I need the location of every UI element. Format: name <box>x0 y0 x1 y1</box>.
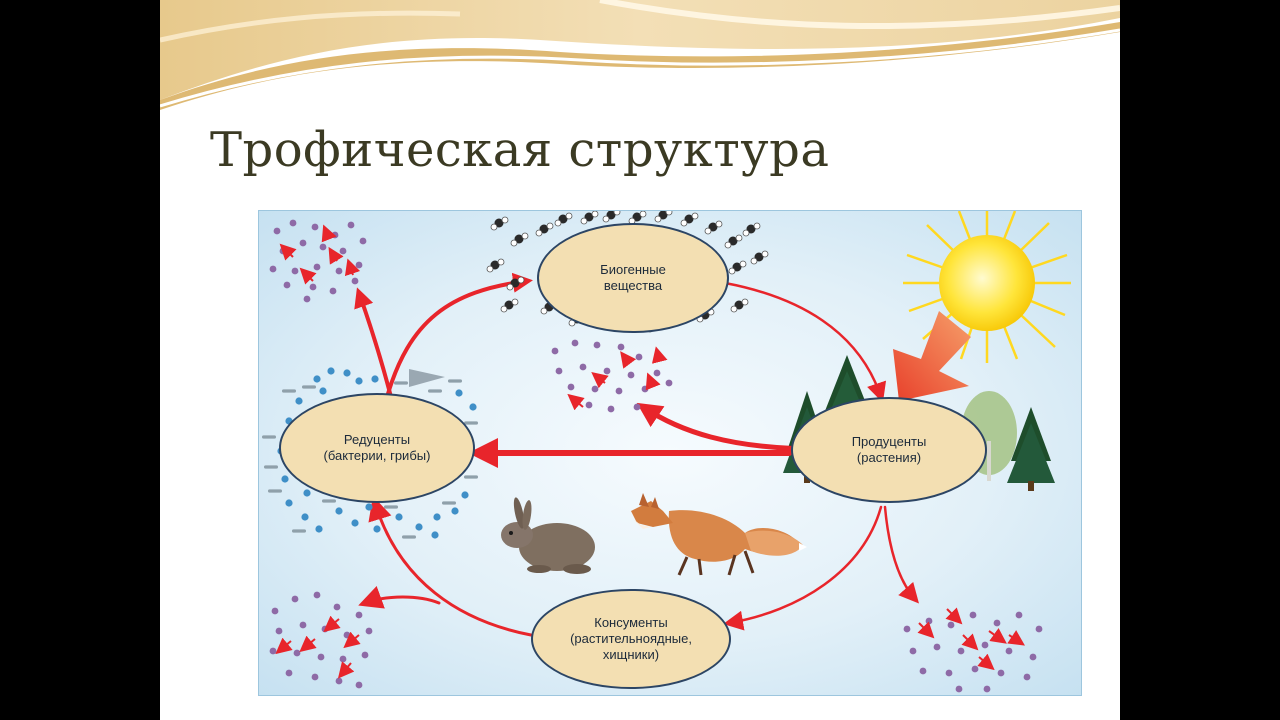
node-producers-label: Продуценты (растения) <box>851 434 927 465</box>
node-consumers: Консументы (растительноядные, хищники) <box>531 589 731 689</box>
particle-cluster <box>269 219 367 303</box>
decorative-banner <box>160 0 1120 110</box>
particle-cluster <box>269 591 373 689</box>
trophic-structure-diagram: Биогенные вещества Редуценты (бактерии, … <box>258 210 1082 696</box>
slide: Трофическая структура <box>160 0 1120 720</box>
fox-icon <box>631 493 807 576</box>
rabbit-icon <box>501 497 595 574</box>
node-nutrients: Биогенные вещества <box>537 223 729 333</box>
node-consumers-label: Консументы (растительноядные, хищники) <box>570 615 692 662</box>
bacteria-icon <box>262 367 478 539</box>
particle-cluster <box>903 611 1043 693</box>
sun-icon <box>903 211 1071 363</box>
sunlight-arrow <box>893 311 971 401</box>
node-producers: Продуценты (растения) <box>791 397 987 503</box>
node-decomposers-label: Редуценты (бактерии, грибы) <box>323 432 431 463</box>
node-decomposers: Редуценты (бактерии, грибы) <box>279 393 475 503</box>
node-nutrients-label: Биогенные вещества <box>600 262 666 293</box>
particle-cluster <box>551 339 673 413</box>
slide-title: Трофическая структура <box>210 122 830 178</box>
